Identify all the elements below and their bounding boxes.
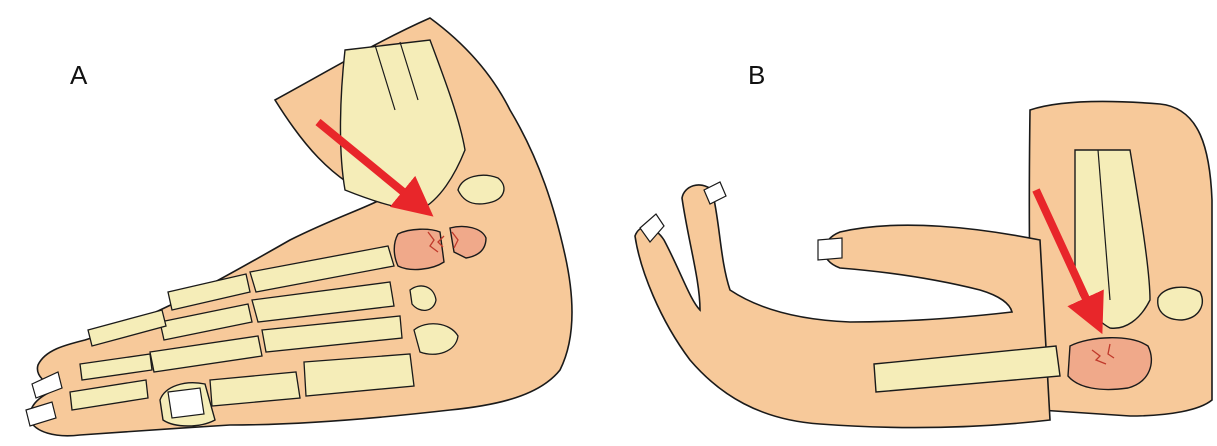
panel-a-carpal-top: [458, 175, 504, 204]
panel-a-hand: [26, 18, 572, 436]
panel-b-nails: [640, 182, 842, 260]
panel-b-hand: [635, 102, 1212, 428]
panel-b-carpal-right: [1158, 287, 1203, 320]
panel-b-skin-hand: [635, 185, 1050, 428]
fractured-bone-icon-b: [1068, 338, 1151, 390]
